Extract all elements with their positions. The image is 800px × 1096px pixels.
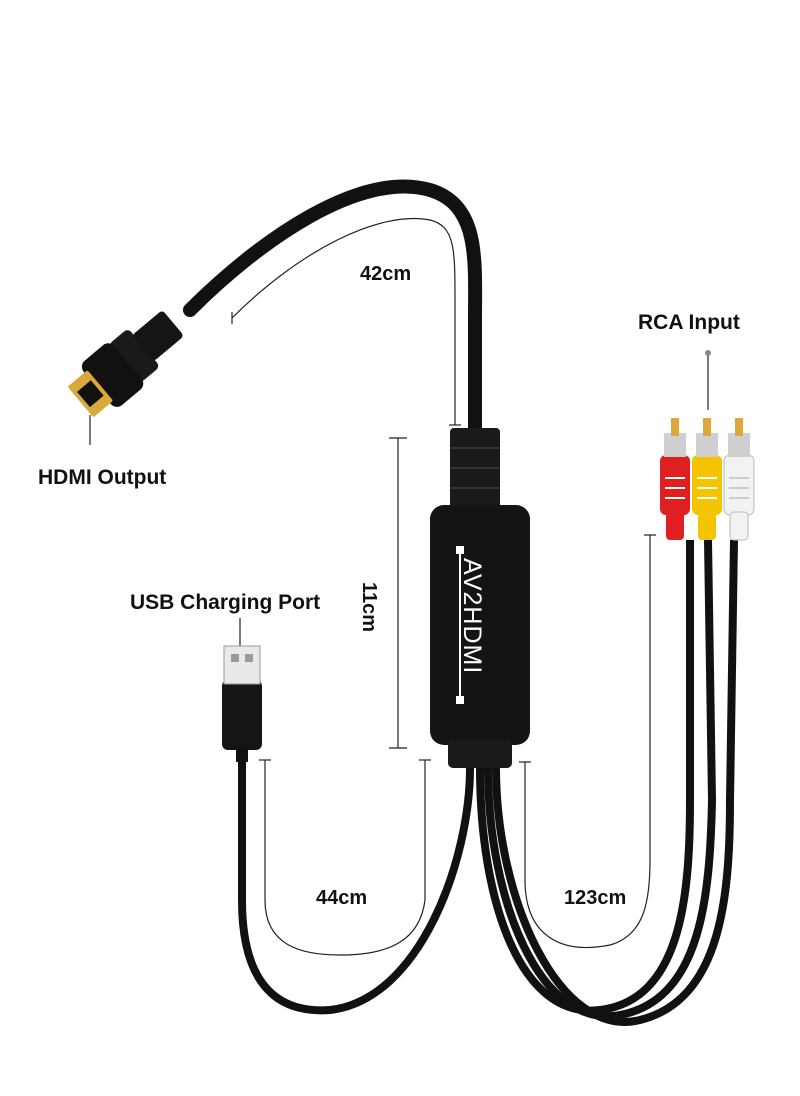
hdmi-cable: [183, 179, 483, 437]
usb-charging-port-label: USB Charging Port: [130, 591, 321, 614]
box-length: 11cm: [358, 582, 380, 633]
rca-input-label: RCA Input: [638, 311, 740, 334]
rca-length-guide: [524, 535, 651, 949]
hdmi-length-guide: [231, 217, 456, 425]
usb-length-guide: [264, 760, 426, 956]
hdmi-cable-length: 42cm: [360, 263, 412, 285]
rca-plug-yellow: [692, 418, 722, 540]
rca-cable-length: 123cm: [564, 887, 627, 909]
rca-cables: [476, 539, 738, 1026]
usb-cable: [238, 750, 474, 1015]
converter-box: [430, 505, 530, 745]
usb-cable-length: 44cm: [316, 887, 368, 909]
usb-plug-body: [222, 680, 262, 750]
device-brand-text: AV2HDMI: [458, 558, 486, 675]
strain-relief-bottom: [448, 740, 512, 768]
hdmi-connector: [68, 311, 183, 417]
usb-metal-shell: [223, 645, 261, 685]
hdmi-output-label: HDMI Output: [38, 466, 167, 489]
rca-plug-red: [660, 418, 690, 540]
rca-plug-white: [723, 418, 755, 541]
